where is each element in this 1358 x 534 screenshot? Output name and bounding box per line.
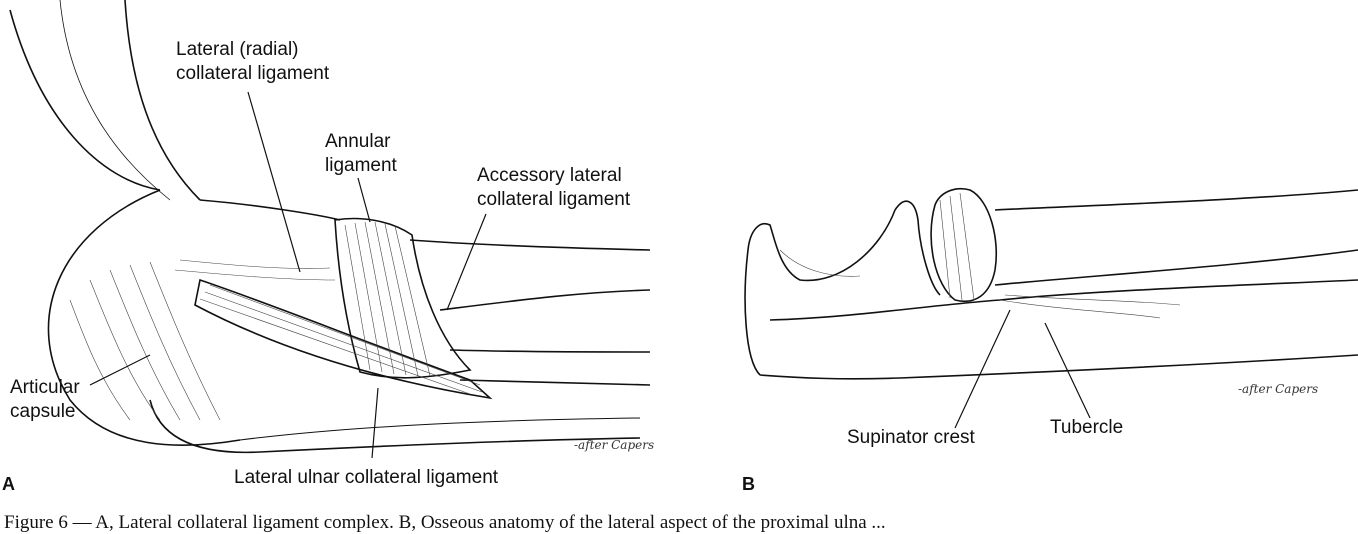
- panel-a-drawing: [9, 0, 651, 459]
- panel-b-drawing: [744, 188, 1358, 429]
- label-annular-line1: Annular: [325, 131, 391, 152]
- label-accessory-lateral-line1: Accessory lateral: [477, 165, 622, 186]
- label-lateral-radial-collateral-line2: collateral ligament: [176, 63, 330, 84]
- figure-caption: Figure 6 — A, Lateral collateral ligamen…: [4, 512, 886, 533]
- panel-letter-b: B: [742, 474, 755, 494]
- label-supinator-crest: Supinator crest: [847, 427, 975, 448]
- label-accessory-lateral-line2: collateral ligament: [477, 189, 631, 210]
- panel-letter-a: A: [2, 474, 15, 494]
- label-articular-capsule-line1: Articular: [10, 377, 80, 398]
- artist-signature-b: -after Capers: [1238, 382, 1319, 396]
- label-annular-line2: ligament: [325, 155, 397, 176]
- label-lateral-ulnar-collateral: Lateral ulnar collateral ligament: [234, 467, 499, 488]
- label-articular-capsule-line2: capsule: [10, 401, 76, 422]
- label-tubercle: Tubercle: [1050, 417, 1124, 438]
- label-lateral-radial-collateral-line1: Lateral (radial): [176, 39, 299, 60]
- artist-signature-a: -after Capers: [574, 438, 655, 452]
